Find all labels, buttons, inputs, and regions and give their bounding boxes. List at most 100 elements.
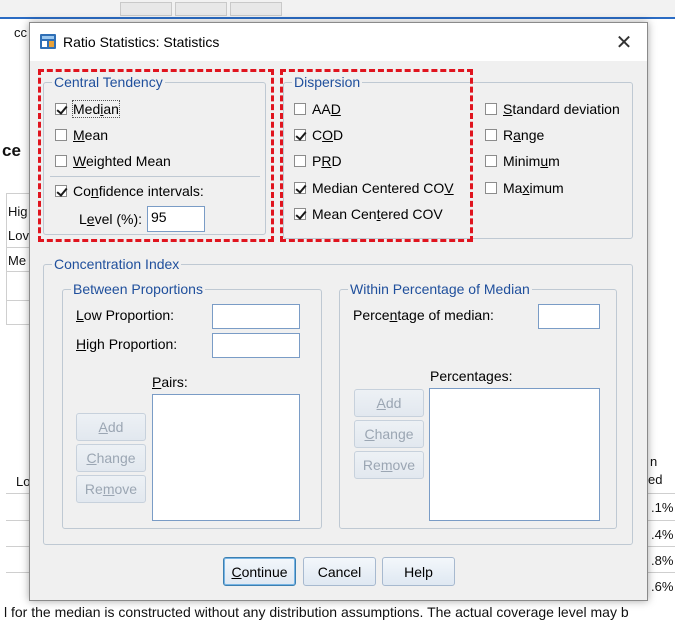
spss-app-icon bbox=[40, 34, 56, 49]
bg-table-line bbox=[647, 546, 675, 547]
cod-checkbox[interactable]: COD bbox=[294, 127, 343, 143]
toolbar-segment bbox=[230, 2, 282, 16]
bg-table-line bbox=[6, 193, 30, 194]
toolbar-segment bbox=[175, 2, 227, 16]
cancel-button[interactable]: Cancel bbox=[303, 557, 376, 586]
bg-table-line bbox=[647, 572, 675, 573]
dialog-titlebar: Ratio Statistics: Statistics ✕ bbox=[30, 23, 647, 61]
close-button[interactable]: ✕ bbox=[610, 29, 638, 55]
checkbox-box bbox=[485, 103, 497, 115]
std-dev-label: Standard deviation bbox=[503, 101, 620, 117]
range-label: Range bbox=[503, 127, 545, 143]
aad-label: AAD bbox=[312, 101, 341, 117]
confidence-intervals-label: Confidence intervals: bbox=[73, 183, 204, 199]
central-tendency-legend: Central Tendency bbox=[54, 74, 163, 90]
bg-table-line bbox=[6, 520, 30, 521]
std-dev-checkbox[interactable]: Standard deviation bbox=[485, 101, 620, 117]
checkbox-box bbox=[485, 129, 497, 141]
maximum-label: Maximum bbox=[503, 180, 564, 196]
pairs-listbox[interactable] bbox=[152, 394, 300, 521]
checkbox-box bbox=[55, 155, 67, 167]
bg-table-line bbox=[6, 572, 30, 573]
checkbox-box bbox=[294, 129, 306, 141]
bg-table-line bbox=[6, 300, 30, 301]
bg-table-line bbox=[6, 271, 30, 272]
between-proportions-group: Between Proportions bbox=[62, 282, 322, 529]
bg-fragment: .8% bbox=[651, 553, 674, 568]
level-label: Level (%): bbox=[79, 211, 143, 227]
maximum-checkbox[interactable]: Maximum bbox=[485, 180, 564, 196]
separator bbox=[50, 176, 260, 177]
between-proportions-legend: Between Proportions bbox=[73, 281, 203, 297]
checkbox-box bbox=[294, 103, 306, 115]
dispersion-legend: Dispersion bbox=[294, 74, 361, 90]
bg-fragment: cc bbox=[14, 25, 27, 40]
checkbox-box bbox=[294, 155, 306, 167]
bg-table-line bbox=[6, 247, 30, 248]
bg-fragment: .4% bbox=[651, 527, 674, 542]
checkbox-box bbox=[485, 155, 497, 167]
bg-fragment: Lo bbox=[16, 474, 31, 489]
toolbar-segment bbox=[120, 2, 172, 16]
checkbox-box bbox=[294, 182, 306, 194]
level-input[interactable]: 95 bbox=[147, 206, 205, 232]
median-centered-cov-label: Median Centered COV bbox=[312, 180, 454, 196]
background-toolbar bbox=[0, 0, 675, 19]
bg-table-line bbox=[6, 193, 7, 325]
bg-table-line bbox=[6, 546, 30, 547]
low-proportion-input[interactable] bbox=[212, 304, 300, 329]
pairs-label: Pairs: bbox=[152, 374, 188, 390]
prd-label: PRD bbox=[312, 153, 342, 169]
median-centered-cov-checkbox[interactable]: Median Centered COV bbox=[294, 180, 454, 196]
percentage-of-median-label: Percentage of median: bbox=[353, 307, 494, 323]
ratio-statistics-dialog: Ratio Statistics: Statistics ✕ Central T… bbox=[29, 22, 648, 601]
mean-label: Mean bbox=[73, 127, 109, 143]
checkbox-box bbox=[55, 103, 67, 115]
bg-table-line bbox=[6, 324, 30, 325]
central-tendency-group: Central Tendency bbox=[43, 75, 266, 235]
percentages-listbox[interactable] bbox=[429, 388, 600, 521]
dispersion-group: Dispersion bbox=[283, 75, 633, 239]
percentages-label: Percentages: bbox=[430, 368, 513, 384]
bg-fragment: .6% bbox=[651, 579, 674, 594]
range-checkbox[interactable]: Range bbox=[485, 127, 544, 143]
bg-table-line bbox=[6, 493, 30, 494]
low-proportion-label: Low Proportion: bbox=[76, 307, 175, 323]
median-label: Median bbox=[72, 100, 120, 118]
minimum-checkbox[interactable]: Minimum bbox=[485, 153, 560, 169]
mean-centered-cov-checkbox[interactable]: Mean Centered COV bbox=[294, 206, 443, 222]
high-proportion-label: High Proportion: bbox=[76, 336, 178, 352]
confidence-intervals-checkbox[interactable]: Confidence intervals: bbox=[55, 183, 204, 199]
concentration-index-group: Concentration Index bbox=[43, 257, 633, 545]
bg-fragment: Lov bbox=[8, 228, 29, 243]
weighted-mean-checkbox[interactable]: Weighted Mean bbox=[55, 153, 171, 169]
minimum-label: Minimum bbox=[503, 153, 560, 169]
aad-checkbox[interactable]: AAD bbox=[294, 101, 341, 117]
prd-checkbox[interactable]: PRD bbox=[294, 153, 342, 169]
median-checkbox[interactable]: Median bbox=[55, 100, 120, 118]
checkbox-box bbox=[485, 182, 497, 194]
bg-fragment: .1% bbox=[651, 500, 674, 515]
high-proportion-input[interactable] bbox=[212, 333, 300, 358]
dialog-title: Ratio Statistics: Statistics bbox=[63, 34, 220, 50]
within-percentage-legend: Within Percentage of Median bbox=[350, 281, 530, 297]
mean-checkbox[interactable]: Mean bbox=[55, 127, 108, 143]
help-button[interactable]: Help bbox=[382, 557, 455, 586]
bg-fragment: Me bbox=[8, 253, 27, 268]
percentage-of-median-input[interactable] bbox=[538, 304, 600, 329]
within-percentage-group: Within Percentage of Median bbox=[339, 282, 617, 529]
bg-table-line bbox=[647, 520, 675, 521]
bg-fragment: ed bbox=[648, 472, 663, 487]
cod-label: COD bbox=[312, 127, 344, 143]
checkbox-box bbox=[294, 208, 306, 220]
close-icon: ✕ bbox=[615, 31, 633, 54]
highlight-central-tendency bbox=[38, 69, 274, 242]
bg-fragment: n bbox=[650, 454, 658, 469]
